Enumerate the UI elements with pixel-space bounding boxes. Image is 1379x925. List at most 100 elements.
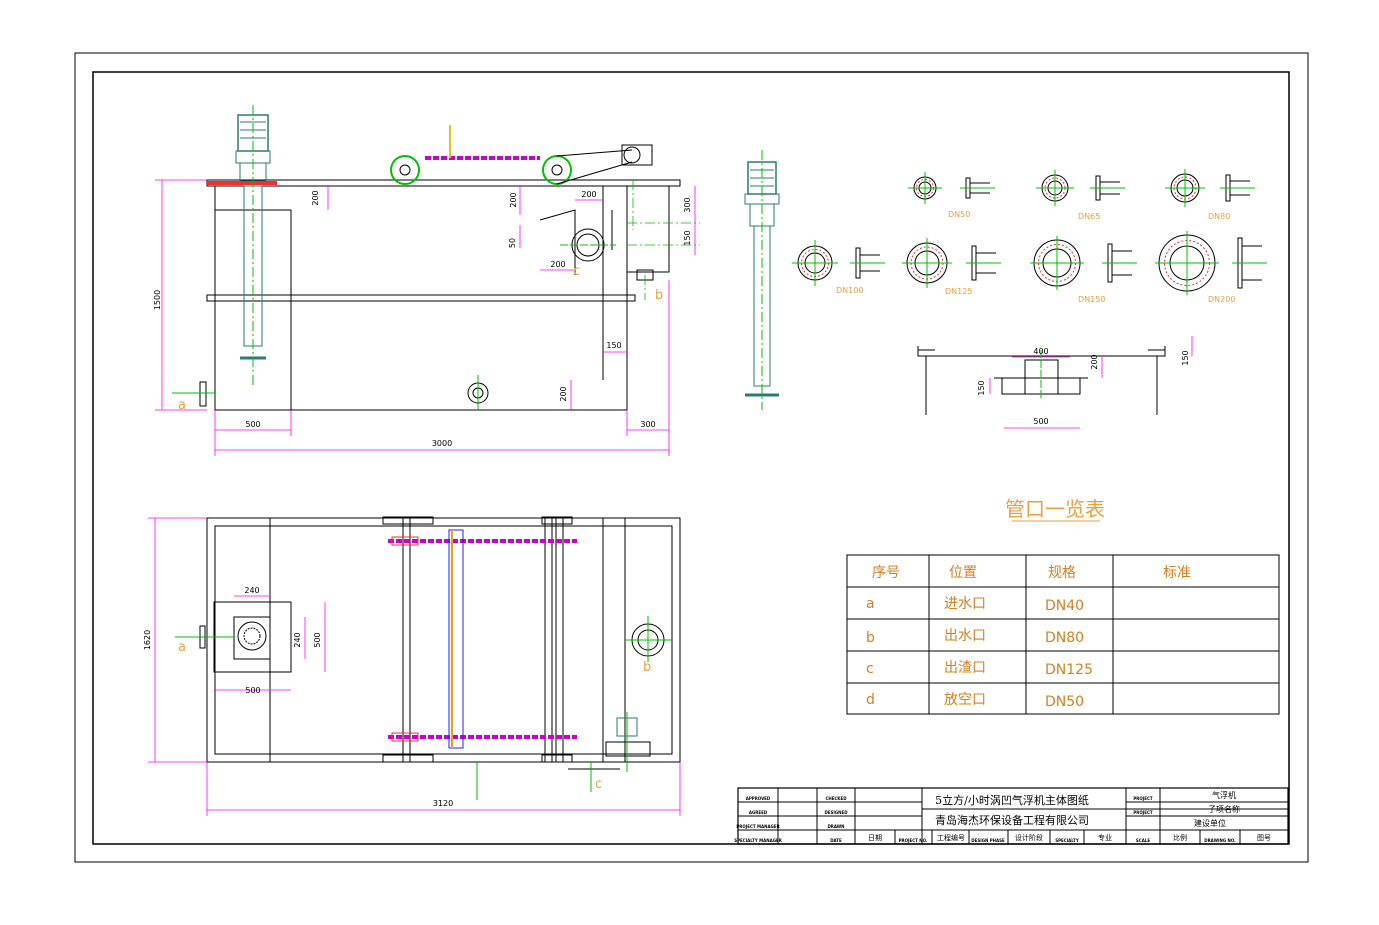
table-row-c-no: c bbox=[866, 661, 874, 677]
plan-dim-500-b: 500 bbox=[313, 632, 322, 647]
nozzle-table: 管口一览表 序号 位置 规格 标准 a 进水口 DN40 b 出水口 DN80 … bbox=[846, 497, 1280, 715]
table-row-b-no: b bbox=[866, 630, 875, 646]
plan-port-c: c bbox=[595, 777, 602, 792]
dim-200-b: 200 bbox=[509, 192, 518, 207]
tb-scale-cn: 比例 bbox=[1173, 833, 1187, 842]
table-row-b-position: 出水口 bbox=[944, 628, 986, 644]
tb-specialty-en: SPECIALTY bbox=[1055, 838, 1079, 843]
plan-outlet-flange-icon bbox=[625, 616, 672, 662]
tb-agreed: AGREED bbox=[749, 810, 768, 815]
flange-label-dn125: DN125 bbox=[945, 287, 972, 296]
chute-section-detail: 400 200 150 150 500 bbox=[917, 336, 1193, 429]
plan-dim-240-a: 240 bbox=[244, 586, 259, 595]
tb-date-cn: 日期 bbox=[868, 834, 882, 842]
dim-height: 1500 bbox=[153, 290, 162, 310]
flange-label-dn150: DN150 bbox=[1078, 295, 1105, 304]
table-header-position: 位置 bbox=[949, 565, 977, 581]
dim-300: 300 bbox=[683, 197, 692, 212]
tb-project-no-en: PROJECT NO. bbox=[899, 838, 928, 843]
flange-dn200-icon bbox=[1155, 231, 1267, 295]
tb-project-en-1: PROJECT bbox=[1133, 796, 1153, 801]
tb-drawn: DRAWN bbox=[827, 824, 844, 829]
tb-specialty-cn: 专业 bbox=[1098, 833, 1112, 842]
dim-200-c: 200 bbox=[581, 190, 596, 199]
table-row-b-spec: DN80 bbox=[1045, 630, 1084, 646]
inlet-flange-icon bbox=[172, 381, 215, 407]
table-header-spec: 规格 bbox=[1048, 565, 1076, 581]
flange-details: DN50 DN65 DN80 DN100 DN125 DN150 DN200 bbox=[792, 169, 1267, 304]
dim-200-e: 200 bbox=[559, 386, 568, 401]
dim-200-d: 200 bbox=[550, 260, 565, 269]
flange-label-dn65: DN65 bbox=[1078, 212, 1100, 221]
tb-designed: DESIGNED bbox=[824, 810, 848, 815]
table-row-a-no: a bbox=[866, 596, 875, 612]
flange-dn100-icon bbox=[792, 240, 885, 286]
tb-drawing-no-cn: 图号 bbox=[1257, 834, 1271, 842]
drain-flange-icon bbox=[467, 375, 489, 410]
detail-dim-500: 500 bbox=[1033, 417, 1048, 426]
plan-port-b: b bbox=[643, 660, 651, 675]
table-row-d-spec: DN50 bbox=[1045, 694, 1084, 710]
side-view-aerator bbox=[744, 150, 780, 410]
table-header-no: 序号 bbox=[872, 565, 900, 581]
plan-port-a: a bbox=[178, 640, 186, 655]
plan-dim-240-b: 240 bbox=[293, 632, 302, 647]
tb-drawing-no-en: DRAWING NO. bbox=[1204, 838, 1236, 843]
company-name: 青岛海杰环保设备工程有限公司 bbox=[935, 813, 1089, 827]
inner-border bbox=[92, 71, 1290, 845]
plan-motor-icon bbox=[605, 712, 651, 772]
table-header-standard: 标准 bbox=[1163, 565, 1191, 581]
flange-label-dn80: DN80 bbox=[1208, 212, 1230, 221]
title-block: APPROVED AGREED PROJECT MANAGER SPECIALT… bbox=[734, 787, 1289, 845]
elevation-view: 1500 3000 500 300 200 200 200 200 200 30… bbox=[153, 105, 700, 456]
flange-dn150-icon bbox=[1030, 236, 1137, 290]
detail-dim-400: 400 bbox=[1033, 347, 1048, 356]
flange-label-dn50: DN50 bbox=[948, 210, 970, 219]
table-row-a-position: 进水口 bbox=[944, 596, 986, 612]
dim-50: 50 bbox=[508, 238, 517, 248]
tb-checked: CHECKED bbox=[825, 796, 847, 801]
drawing-title: 5立方/小时涡凹气浮机主体图纸 bbox=[935, 793, 1089, 807]
elev-port-a: a bbox=[178, 398, 186, 413]
dim-200-a: 200 bbox=[311, 190, 320, 205]
plan-inlet-box-icon bbox=[175, 616, 271, 660]
table-row-c-position: 出渣口 bbox=[944, 660, 986, 676]
outlet-flange-icon bbox=[560, 228, 616, 262]
outer-border bbox=[74, 52, 1309, 863]
dim-right-300: 300 bbox=[640, 420, 655, 429]
tb-date-en: DATE bbox=[830, 838, 842, 843]
flange-dn50-icon bbox=[908, 172, 995, 204]
tb-design-phase-cn: 设计阶段 bbox=[1015, 833, 1043, 842]
flange-dn65-icon bbox=[1036, 170, 1125, 206]
plan-dim-500-a: 500 bbox=[245, 686, 260, 695]
detail-dim-200: 200 bbox=[1090, 354, 1099, 369]
flange-dn125-icon bbox=[902, 238, 1001, 288]
table-row-a-spec: DN40 bbox=[1045, 598, 1084, 614]
plan-view: 1620 3120 240 240 500 500 a b c bbox=[143, 516, 681, 816]
table-row-d-no: d bbox=[866, 692, 875, 708]
nozzle-table-title: 管口一览表 bbox=[1005, 497, 1105, 521]
tb-specialty-manager: SPECIALTY MANAGER bbox=[734, 838, 782, 843]
tb-project-en-2: PROJECT bbox=[1133, 810, 1153, 815]
project-name: 气浮机 bbox=[1212, 790, 1236, 800]
detail-dim-150-b: 150 bbox=[1181, 350, 1190, 365]
tb-design-phase-en: DESIGN PHASE bbox=[971, 838, 1005, 843]
flange-label-dn100: DN100 bbox=[836, 286, 863, 295]
tb-project-no-cn: 工程编号 bbox=[937, 833, 965, 842]
flange-dn80-icon bbox=[1165, 169, 1255, 207]
tb-scale-en: SCALE bbox=[1136, 838, 1150, 843]
dim-150-a: 150 bbox=[683, 230, 692, 245]
table-row-d-position: 放空口 bbox=[944, 692, 986, 708]
plan-dim-total: 3120 bbox=[433, 799, 453, 808]
plan-dim-height: 1620 bbox=[143, 630, 152, 650]
flange-label-dn200: DN200 bbox=[1208, 295, 1235, 304]
owner-name: 建设单位 bbox=[1194, 818, 1226, 828]
dim-150-b: 150 bbox=[606, 341, 621, 350]
detail-dim-150-a: 150 bbox=[977, 380, 986, 395]
table-row-c-spec: DN125 bbox=[1045, 662, 1093, 678]
sub-item-name: 子项名称 bbox=[1208, 804, 1240, 814]
elev-port-b: b bbox=[655, 288, 663, 303]
dim-left-500: 500 bbox=[245, 420, 260, 429]
scraper-chain-icon bbox=[390, 125, 653, 185]
